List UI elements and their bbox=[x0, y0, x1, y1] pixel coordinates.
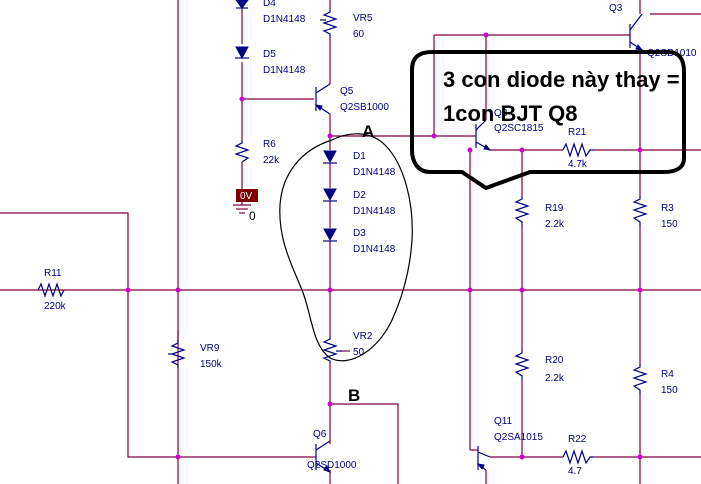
ground-badge: 0V bbox=[240, 191, 253, 202]
junction-dots bbox=[125, 32, 643, 460]
d5-value: D1N4148 bbox=[263, 65, 306, 76]
r22-value: 4.7 bbox=[568, 466, 582, 477]
q8-value: Q2SC1815 bbox=[494, 123, 544, 134]
d3-value: D1N4148 bbox=[353, 244, 396, 255]
diode-d5-symbol bbox=[235, 46, 249, 60]
r22-name: R22 bbox=[568, 434, 587, 445]
diode-d4-symbol bbox=[235, 0, 249, 9]
q5-name: Q5 bbox=[340, 86, 354, 97]
transistor-q5-symbol bbox=[314, 83, 331, 115]
r20-name: R20 bbox=[545, 355, 564, 366]
r6-value: 22k bbox=[263, 155, 280, 166]
d2-value: D1N4148 bbox=[353, 206, 396, 217]
d1-value: D1N4148 bbox=[353, 167, 396, 178]
vr2-name: VR2 bbox=[353, 331, 373, 342]
r19-symbol bbox=[514, 196, 530, 226]
r6-symbol bbox=[234, 140, 250, 163]
d4-name: D4 bbox=[263, 0, 276, 9]
transistor-q8-symbol bbox=[475, 119, 492, 151]
r3-name: R3 bbox=[661, 203, 674, 214]
vr5-symbol bbox=[320, 8, 338, 38]
vr2-symbol bbox=[322, 336, 342, 364]
r19-name: R19 bbox=[545, 203, 564, 214]
d5-name: D5 bbox=[263, 49, 276, 60]
diode-d2-symbol bbox=[323, 188, 337, 202]
r20-symbol bbox=[514, 350, 530, 380]
d3-name: D3 bbox=[353, 228, 366, 239]
hand-drawn-loop bbox=[279, 133, 413, 362]
point-b-label: B bbox=[348, 386, 360, 405]
q3-name: Q3 bbox=[609, 3, 623, 14]
r4-name: R4 bbox=[661, 369, 674, 380]
callout-line-1: 3 con diode này thay = bbox=[443, 67, 680, 92]
r20-value: 2.2k bbox=[545, 373, 565, 384]
r21-name: R21 bbox=[568, 127, 587, 138]
vr2-value: 50 bbox=[353, 347, 365, 358]
q8-name: Q8 bbox=[494, 108, 508, 119]
q5-value: Q2SB1000 bbox=[340, 102, 389, 113]
diode-d1-symbol bbox=[323, 150, 337, 164]
r22-symbol bbox=[562, 449, 593, 465]
point-a-label: A bbox=[362, 122, 374, 141]
q6-name: Q6 bbox=[313, 429, 327, 440]
r19-value: 2.2k bbox=[545, 219, 565, 230]
vr9-symbol bbox=[168, 340, 186, 368]
d4-value: D1N4148 bbox=[263, 14, 306, 25]
r4-symbol bbox=[632, 364, 648, 394]
diode-d3-symbol bbox=[323, 228, 337, 242]
vr9-value: 150k bbox=[200, 359, 223, 370]
d2-name: D2 bbox=[353, 190, 366, 201]
callout-bubble bbox=[410, 50, 686, 191]
transistor-q3-symbol bbox=[629, 13, 644, 51]
vr9-name: VR9 bbox=[200, 343, 220, 354]
r11-value: 220k bbox=[44, 301, 67, 312]
r6-name: R6 bbox=[263, 139, 276, 150]
r4-value: 150 bbox=[661, 385, 678, 396]
r21-symbol bbox=[562, 142, 593, 158]
r11-symbol bbox=[37, 282, 65, 298]
ground-label: 0 bbox=[249, 209, 256, 223]
vr5-value: 60 bbox=[353, 29, 365, 40]
ground-symbol bbox=[233, 189, 258, 214]
transistor-q11-symbol bbox=[476, 446, 491, 471]
transistor-q6-symbol bbox=[310, 440, 331, 473]
q11-value: Q2SA1015 bbox=[494, 432, 543, 443]
q6-value: Q2SD1000 bbox=[307, 460, 357, 471]
q11-name: Q11 bbox=[494, 416, 513, 427]
vr5-name: VR5 bbox=[353, 13, 373, 24]
r11-name: R11 bbox=[44, 268, 62, 279]
r21-value: 4.7k bbox=[568, 159, 588, 170]
r3-symbol bbox=[632, 196, 648, 226]
d1-name: D1 bbox=[353, 151, 366, 162]
r3-value: 150 bbox=[661, 219, 678, 230]
callout-line-2: 1con BJT Q8 bbox=[443, 101, 577, 126]
